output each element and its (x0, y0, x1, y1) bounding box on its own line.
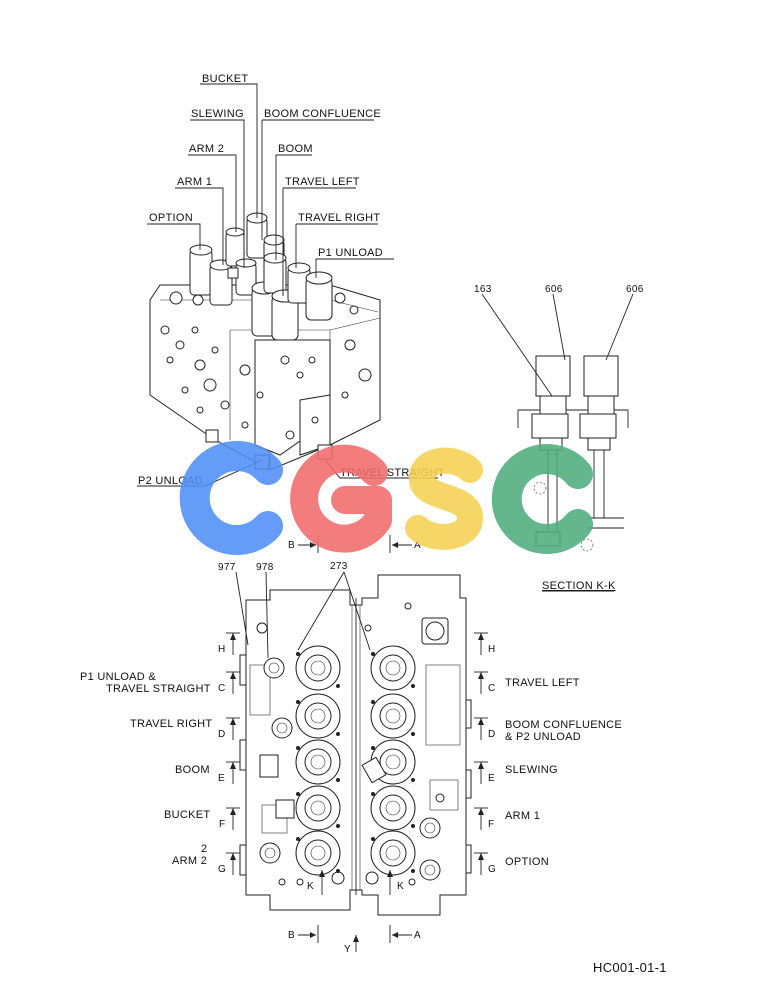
block-port-holes (160, 325, 372, 440)
watermark-c1 (179, 441, 283, 555)
ref-978: 978 (256, 562, 274, 573)
right-label-slewing: SLEWING (505, 764, 558, 776)
right-label-boom-conf-1: BOOM CONFLUENCE (505, 719, 622, 731)
right-label-arm1: ARM 1 (505, 810, 540, 822)
spool-slewing (227, 258, 257, 296)
section-arrows-lower: B Y A (288, 925, 421, 955)
left-label-arm2: ARM 2 (172, 855, 207, 867)
label-boom-confluence: BOOM CONFLUENCE (264, 108, 381, 120)
left-label-p1-unload-2: TRAVEL STRAIGHT (106, 683, 211, 695)
watermark-logo (179, 441, 593, 555)
section-ref-163: 163 (474, 284, 492, 295)
arrow-label-a-upper: A (414, 540, 421, 551)
marker-h-left: H (218, 644, 226, 655)
section-ref-606-left: 606 (545, 284, 563, 295)
marker-h-right: H (488, 644, 496, 655)
left-label-boom: BOOM (175, 764, 210, 776)
ref-977: 977 (218, 562, 236, 573)
label-travel-left: TRAVEL LEFT (285, 176, 360, 188)
marker-k-left: K (307, 881, 314, 892)
arrow-label-a-lower: A (414, 930, 421, 941)
right-section-markers: H C D E F G (474, 632, 496, 875)
section-kk-title: SECTION K-K (542, 580, 616, 592)
label-boom: BOOM (278, 143, 313, 155)
label-arm2: ARM 2 (189, 143, 224, 155)
spool-option (189, 244, 213, 296)
drawing-code: HC001-01-1 (593, 960, 667, 975)
spool-arm1 (209, 259, 233, 306)
section-arrows-upper: B A (288, 535, 421, 553)
right-label-travel-left: TRAVEL LEFT (505, 677, 580, 689)
marker-c-right: C (488, 683, 496, 694)
left-label-travel-right: TRAVEL RIGHT (130, 718, 212, 730)
arrow-label-b-upper: B (288, 540, 295, 551)
watermark-g (290, 444, 392, 553)
left-label-arm2-num: 2 (201, 843, 207, 855)
k-markers: K K (307, 870, 404, 895)
left-label-bucket: BUCKET (164, 809, 210, 821)
spool-bolt-dots (296, 652, 415, 873)
marker-g-right: G (488, 864, 496, 875)
control-valve-plan-view: 977 978 273 H C D E F G H (80, 561, 622, 955)
ref-273: 273 (330, 561, 348, 572)
section-ref-606-right: 606 (626, 284, 644, 295)
left-label-p1-unload-1: P1 UNLOAD & (80, 671, 156, 683)
marker-d-left: D (218, 729, 226, 740)
marker-f-left: F (219, 819, 225, 830)
marker-d-right: D (488, 729, 496, 740)
right-label-boom-conf-2: & P2 UNLOAD (505, 731, 581, 743)
control-valve-isometric: BUCKET SLEWING BOOM CONFLUENCE ARM 2 BOO… (137, 73, 444, 487)
marker-g-left: G (218, 864, 226, 875)
arrow-label-b-lower: B (288, 930, 295, 941)
arrow-label-y: Y (344, 944, 351, 955)
marker-f-right: F (488, 819, 494, 830)
watermark-c2 (491, 444, 593, 554)
spool-p1-unload (305, 271, 333, 321)
plan-ref-leaders (235, 571, 371, 659)
label-option: OPTION (149, 212, 193, 224)
spool-travel-right-2 (287, 262, 311, 304)
marker-c-left: C (218, 683, 226, 694)
left-section-markers: H C D E F G (218, 632, 240, 875)
label-travel-right: TRAVEL RIGHT (298, 212, 380, 224)
right-label-option: OPTION (505, 856, 549, 868)
marker-e-right: E (488, 773, 495, 784)
label-bucket: BUCKET (202, 73, 248, 85)
label-arm1: ARM 1 (177, 176, 212, 188)
label-slewing: SLEWING (191, 108, 244, 120)
right-spool-column (361, 602, 445, 886)
marker-e-left: E (218, 773, 225, 784)
watermark-s (405, 447, 484, 550)
label-p1-unload: P1 UNLOAD (318, 247, 383, 259)
marker-k-right: K (397, 881, 404, 892)
left-spool-column (256, 622, 345, 886)
